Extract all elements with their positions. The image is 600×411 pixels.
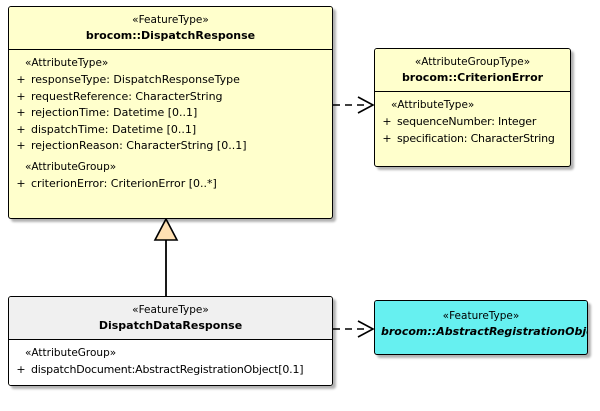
class-name: brocom::CriterionError <box>401 71 544 84</box>
class-box-dispatch-data-response[interactable]: «FeatureType» DispatchDataResponse «Attr… <box>8 296 333 386</box>
open-arrowhead <box>357 96 375 114</box>
class-attributes-compartment: «AttributeType» + sequenceNumber: Intege… <box>375 92 570 153</box>
attribute-row: + sequenceNumber: Integer <box>377 114 568 131</box>
attribute-group-stereotype: «AttributeType» <box>391 99 475 111</box>
class-attributes-compartment: «AttributeType» + responseType: Dispatch… <box>9 50 332 198</box>
dependency-dispatchresponse-to-criterionerror <box>333 96 375 114</box>
visibility-marker: + <box>16 89 26 103</box>
attribute-label: rejectionReason: CharacterString [0..1] <box>31 139 247 152</box>
attribute-label: requestReference: CharacterString <box>31 89 223 103</box>
visibility-marker: + <box>16 139 26 152</box>
class-name: brocom::AbstractRegistrationObject <box>381 325 588 338</box>
visibility-marker: + <box>16 363 26 376</box>
attribute-label: responseType: DispatchResponseType <box>31 73 240 86</box>
open-arrowhead <box>357 320 375 338</box>
class-stereotype: «FeatureType» <box>442 310 520 322</box>
attribute-group-stereotype: «AttributeType» <box>25 57 109 69</box>
visibility-marker: + <box>16 176 26 190</box>
class-box-dispatch-response[interactable]: «FeatureType» brocom::DispatchResponse «… <box>8 6 333 219</box>
class-name: DispatchDataResponse <box>98 319 243 332</box>
attribute-label: dispatchDocument:AbstractRegistrationObj… <box>31 363 304 376</box>
class-stereotype: «FeatureType» <box>132 14 209 26</box>
attribute-group-stereotype: «AttributeGroup» <box>25 160 117 173</box>
attribute-label: rejectionTime: Datetime [0..1] <box>31 106 198 119</box>
attribute-row: + dispatchTime: Datetime [0..1] <box>11 122 330 139</box>
attribute-row: + dispatchDocument:AbstractRegistrationO… <box>11 362 330 379</box>
visibility-marker: + <box>16 73 26 86</box>
visibility-marker: + <box>382 115 392 128</box>
visibility-marker: + <box>16 122 26 136</box>
hollow-triangle-arrowhead <box>153 217 179 241</box>
attribute-row: + rejectionReason: CharacterString [0..1… <box>11 138 330 155</box>
generalization-dispatchdataresponse-to-dispatchresponse <box>153 217 179 296</box>
attribute-label: dispatchTime: Datetime [0..1] <box>31 122 197 136</box>
class-box-abstract-registration-object[interactable]: «FeatureType» brocom::AbstractRegistrati… <box>374 300 588 355</box>
attribute-row: + requestReference: CharacterString <box>11 89 330 106</box>
attribute-group-stereotype: «AttributeGroup» <box>25 347 117 359</box>
attribute-row: + responseType: DispatchResponseType <box>11 72 330 89</box>
visibility-marker: + <box>382 131 392 145</box>
class-header: «FeatureType» brocom::AbstractRegistrati… <box>375 301 587 345</box>
class-stereotype: «AttributeGroupType» <box>414 56 531 68</box>
visibility-marker: + <box>16 106 26 119</box>
attribute-row: + rejectionTime: Datetime [0..1] <box>11 105 330 122</box>
class-attributes-compartment: «AttributeGroup» + dispatchDocument:Abst… <box>9 340 332 385</box>
attribute-row: + criterionError: CriterionError [0..*] <box>11 176 330 193</box>
class-name: brocom::DispatchResponse <box>85 29 256 42</box>
class-header: «FeatureType» brocom::DispatchResponse <box>9 7 332 50</box>
class-header: «AttributeGroupType» brocom::CriterionEr… <box>375 49 570 92</box>
class-header: «FeatureType» DispatchDataResponse <box>9 297 332 340</box>
attribute-label: specification: CharacterString <box>397 131 555 145</box>
dependency-dispatchdataresponse-to-abstractregistrationobject <box>333 320 375 338</box>
attribute-row: + specification: CharacterString <box>377 131 568 148</box>
class-stereotype: «FeatureType» <box>132 304 209 316</box>
class-box-criterion-error[interactable]: «AttributeGroupType» brocom::CriterionEr… <box>374 48 571 167</box>
attribute-label: sequenceNumber: Integer <box>397 115 537 128</box>
attribute-label: criterionError: CriterionError [0..*] <box>31 176 217 190</box>
